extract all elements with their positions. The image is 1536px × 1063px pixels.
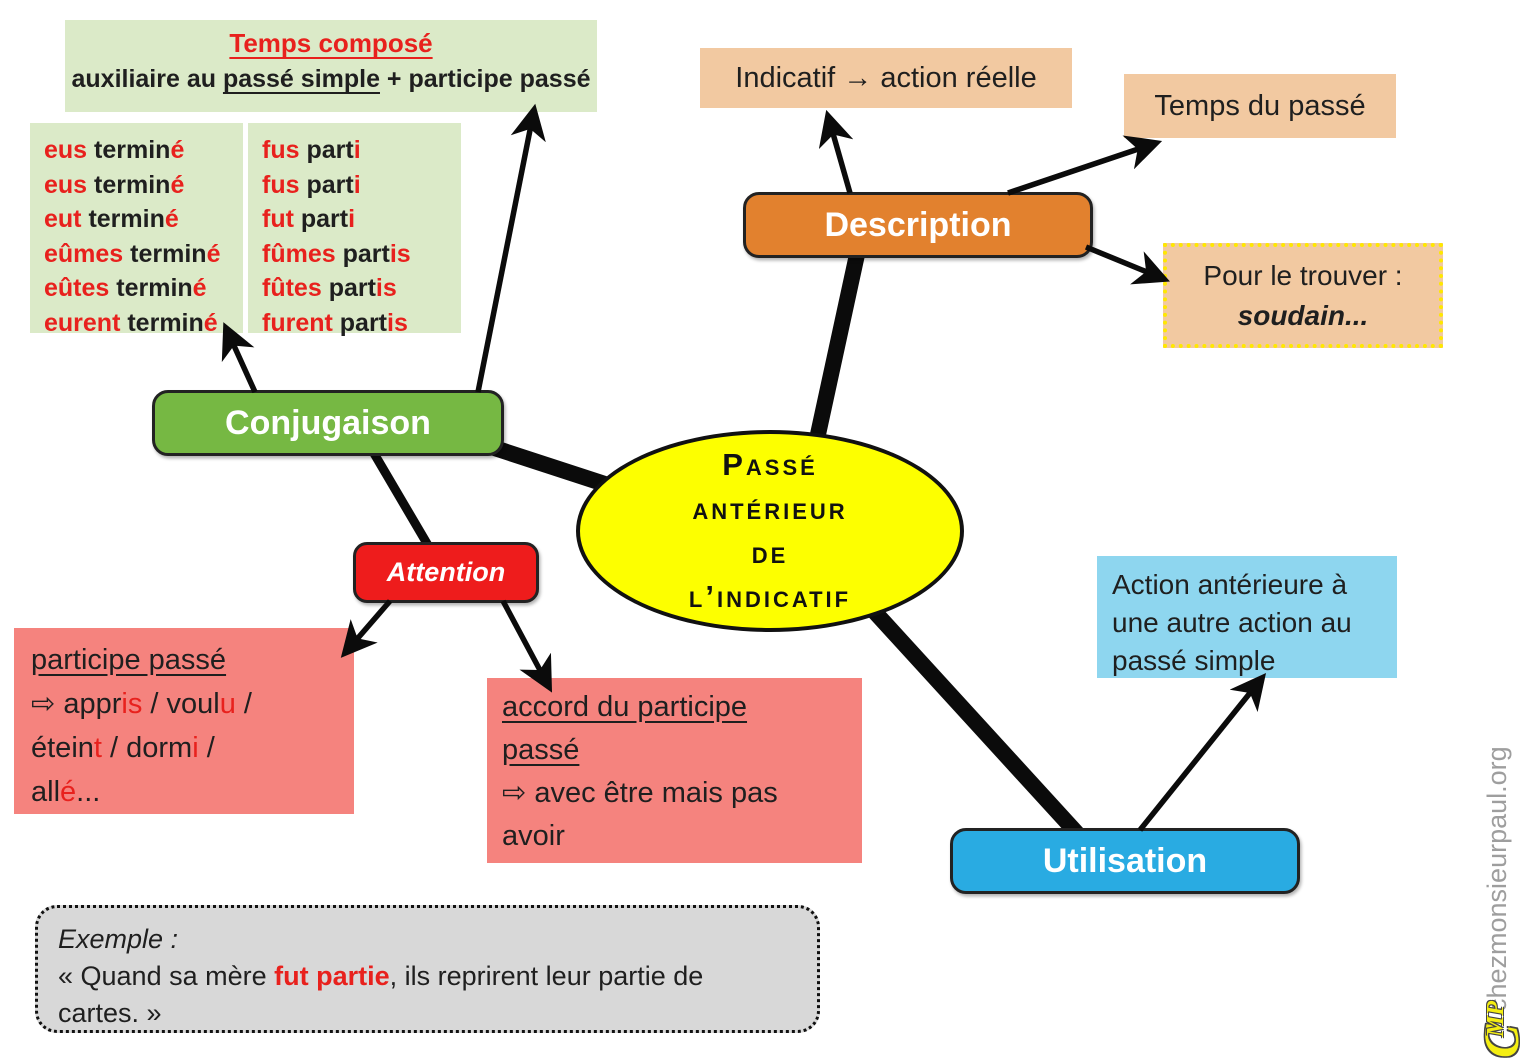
utilisation-label: Utilisation bbox=[1042, 841, 1208, 880]
site-watermark: chezmonsieurpaul.org bbox=[1482, 746, 1512, 1012]
action-anterieure-box: Action antérieure à une autre action au … bbox=[1097, 556, 1397, 678]
conjugation-row: eûtes terminé bbox=[44, 274, 207, 302]
action-line: une autre action au bbox=[1112, 607, 1352, 638]
action-line: Action antérieure à bbox=[1112, 569, 1348, 600]
conjugation-table-avoir: eus terminé eus terminé eut terminé eûme… bbox=[30, 123, 243, 337]
central-topic-line: de bbox=[751, 535, 789, 570]
participe-passe-heading: participe passé bbox=[31, 644, 227, 676]
site-logo: C MP bbox=[1473, 978, 1536, 1058]
arrow-utilisation-to-action bbox=[1137, 672, 1267, 832]
arrow-attention-to-accord bbox=[500, 599, 553, 693]
conjugation-row: eus terminé bbox=[44, 170, 185, 199]
accord-rule-line: ⇨ avec être mais pas bbox=[502, 777, 778, 809]
description-node: Description bbox=[743, 192, 1093, 258]
central-topic-ellipse: Passé antérieur de l’indicatif bbox=[576, 430, 964, 632]
conjugation-row: eurent terminé bbox=[44, 308, 218, 337]
participe-passe-box: participe passé ⇨ appris / voulu / étein… bbox=[14, 628, 354, 814]
attention-label: Attention bbox=[386, 557, 506, 587]
conjugation-row: eus terminé bbox=[44, 136, 185, 164]
exemple-sentence-line: cartes. » bbox=[58, 998, 162, 1028]
description-label: Description bbox=[824, 205, 1012, 244]
participe-passe-line: ⇨ appris / voulu / bbox=[31, 688, 252, 720]
site-logo-mp: MP bbox=[1483, 1001, 1509, 1037]
action-line: passé simple bbox=[1112, 645, 1276, 676]
temps-compose-box: Temps composé auxiliaire au passé simple… bbox=[65, 20, 597, 112]
participe-passe-line: éteint / dormi / bbox=[31, 732, 215, 764]
conjugation-row: fus parti bbox=[262, 136, 361, 164]
conjugation-row: furent partis bbox=[262, 308, 408, 337]
temps-compose-subtitle: auxiliaire au passé simple + participe p… bbox=[71, 65, 591, 93]
participe-passe-line: allé... bbox=[31, 776, 101, 808]
conjugation-row: fûmes partis bbox=[262, 239, 411, 268]
conjugaison-label: Conjugaison bbox=[225, 403, 431, 442]
accord-heading-line: accord du participe bbox=[502, 691, 748, 723]
accord-participe-box: accord du participe passé ⇨ avec être ma… bbox=[487, 678, 862, 863]
conjugation-row: eut terminé bbox=[44, 205, 179, 233]
conjugation-row: fut parti bbox=[262, 205, 356, 233]
exemple-sentence-line: « Quand sa mère fut partie, ils repriren… bbox=[58, 961, 704, 991]
arrow-description-to-indicatif bbox=[818, 109, 854, 194]
arrow-description-to-trouver bbox=[1084, 244, 1170, 285]
conjugation-row: eûmes terminé bbox=[44, 239, 221, 268]
accord-heading-line: passé bbox=[502, 734, 580, 766]
accord-rule-line: avoir bbox=[502, 820, 565, 852]
temps-du-passe-box: Temps du passé bbox=[1124, 74, 1396, 138]
indicatif-text: Indicatif → action réelle bbox=[735, 61, 1037, 94]
conjugaison-node: Conjugaison bbox=[152, 390, 504, 456]
pour-le-trouver-hint: soudain... bbox=[1237, 300, 1369, 331]
link-description-to-center bbox=[804, 248, 866, 464]
central-topic-line: Passé bbox=[722, 447, 818, 482]
conjugation-row: fûtes partis bbox=[262, 274, 397, 302]
central-topic-line: antérieur bbox=[692, 491, 848, 526]
conjugation-table-etre: fus parti fus parti fut parti fûmes part… bbox=[248, 123, 461, 337]
pour-le-trouver-text: Pour le trouver : bbox=[1203, 260, 1403, 291]
arrow-conjugaison-to-temps-compose bbox=[475, 103, 546, 393]
attention-node: Attention bbox=[353, 542, 539, 603]
exemple-box: Exemple : « Quand sa mère fut partie, il… bbox=[35, 905, 820, 1033]
utilisation-node: Utilisation bbox=[950, 828, 1300, 894]
central-topic-line: l’indicatif bbox=[688, 579, 852, 614]
link-center-to-utilisation bbox=[856, 592, 1091, 848]
indicatif-box: Indicatif → action réelle bbox=[700, 48, 1072, 108]
pour-le-trouver-box: Pour le trouver : soudain... bbox=[1163, 243, 1443, 348]
arrow-description-to-temps-du-passe bbox=[1007, 135, 1163, 196]
conjugation-row: fus parti bbox=[262, 170, 361, 199]
temps-compose-title: Temps composé bbox=[229, 28, 433, 58]
temps-du-passe-text: Temps du passé bbox=[1154, 89, 1366, 122]
link-conjugaison-to-attention bbox=[368, 447, 436, 555]
exemple-label: Exemple : bbox=[58, 924, 179, 954]
